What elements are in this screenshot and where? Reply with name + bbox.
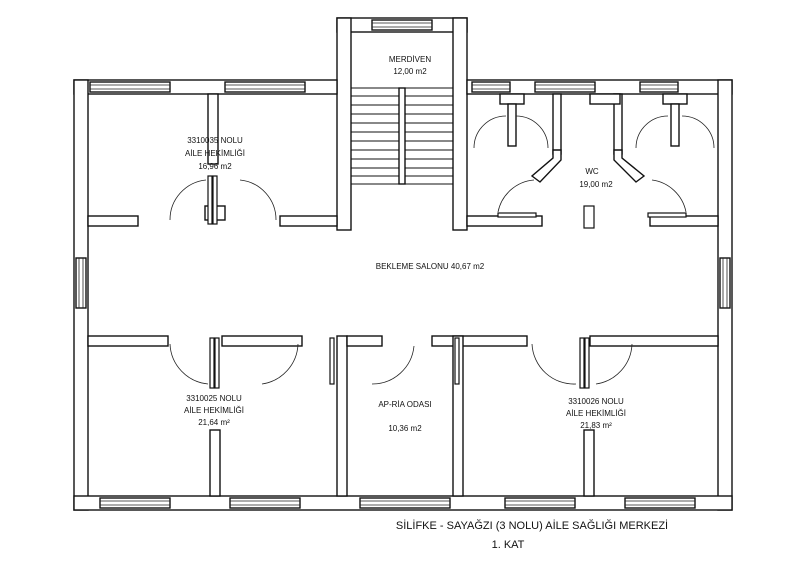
plan-title: SİLİFKE - SAYAĞZI (3 NOLU) AİLE SAĞLIĞI … bbox=[396, 519, 668, 532]
top-left-office-label-1: 3310035 NOLU bbox=[187, 136, 243, 145]
doors bbox=[169, 115, 715, 389]
waiting-hall-label: BEKLEME SALONU 40,67 m2 bbox=[376, 262, 485, 271]
bottom-left-office-label-2: AİLE HEKİMLİĞİ bbox=[184, 406, 244, 415]
top-left-office-label-2: AİLE HEKİMLİĞİ bbox=[185, 149, 245, 158]
rd-room-name-label: AP-RİA ODASI bbox=[378, 400, 431, 409]
top-left-office-area: 16,96 m2 bbox=[198, 162, 232, 171]
stairs-area-label: 12,00 m2 bbox=[393, 67, 427, 76]
staircase bbox=[350, 87, 454, 185]
bottom-right-office-area: 21,83 m² bbox=[580, 421, 612, 430]
floor-label: 1. KAT bbox=[492, 539, 525, 551]
rd-room-area-label: 10,36 m2 bbox=[388, 424, 422, 433]
bottom-left-office-area: 21,64 m² bbox=[198, 418, 230, 427]
bottom-right-office-label-2: AİLE HEKİMLİĞİ bbox=[566, 409, 626, 418]
wc-name-label: WC bbox=[585, 167, 599, 176]
stairs-name-label: MERDİVEN bbox=[389, 55, 431, 64]
bottom-right-office-label-1: 3310026 NOLU bbox=[568, 397, 624, 406]
wc-area-label: 19,00 m2 bbox=[579, 180, 613, 189]
windows bbox=[75, 19, 731, 509]
interior-walls bbox=[87, 93, 719, 497]
bottom-left-office-label-1: 3310025 NOLU bbox=[186, 394, 242, 403]
